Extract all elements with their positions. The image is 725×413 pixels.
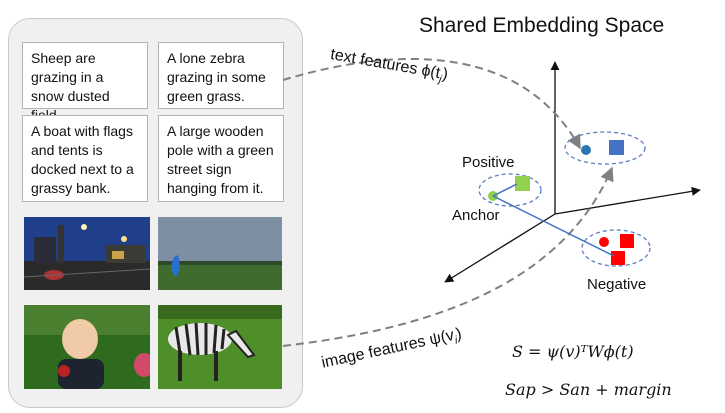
street-night-photo	[24, 217, 150, 290]
negative-label: Negative	[587, 276, 647, 293]
negative-cluster	[581, 229, 651, 267]
text-feature-arrow	[282, 58, 581, 150]
caption-box: A large wooden pole with a green street …	[158, 115, 284, 202]
anchor-label: Anchor	[452, 207, 500, 224]
text-square	[609, 140, 624, 155]
text-cluster	[564, 131, 646, 165]
child-photo	[24, 305, 150, 389]
score-equation: S = ψ(v)ᵀWϕ(t)	[512, 342, 634, 361]
image-feature-arrow	[282, 166, 614, 347]
text-point	[581, 145, 591, 155]
axis-right	[554, 186, 701, 215]
zebra-photo	[158, 305, 282, 389]
positive-cluster	[478, 173, 542, 207]
negative-square-1	[620, 234, 634, 248]
caption-box: A boat with flags and tents is docked ne…	[22, 115, 148, 202]
negative-point	[599, 237, 609, 247]
positive-label: Positive	[462, 154, 515, 171]
field-kite-photo	[158, 217, 282, 290]
anchor-negative-link	[492, 195, 615, 257]
axis-left	[444, 213, 556, 283]
positive-square	[515, 176, 530, 191]
constraint-text: Sap > San + margin	[505, 380, 672, 399]
anchor-positive-link	[492, 183, 518, 197]
negative-square-2	[611, 251, 625, 265]
diagram-title: Shared Embedding Space	[419, 14, 665, 37]
caption-box: A lone zebra grazing in some green grass…	[158, 42, 284, 109]
constraint-equation: Sap > San + margin	[505, 380, 672, 399]
